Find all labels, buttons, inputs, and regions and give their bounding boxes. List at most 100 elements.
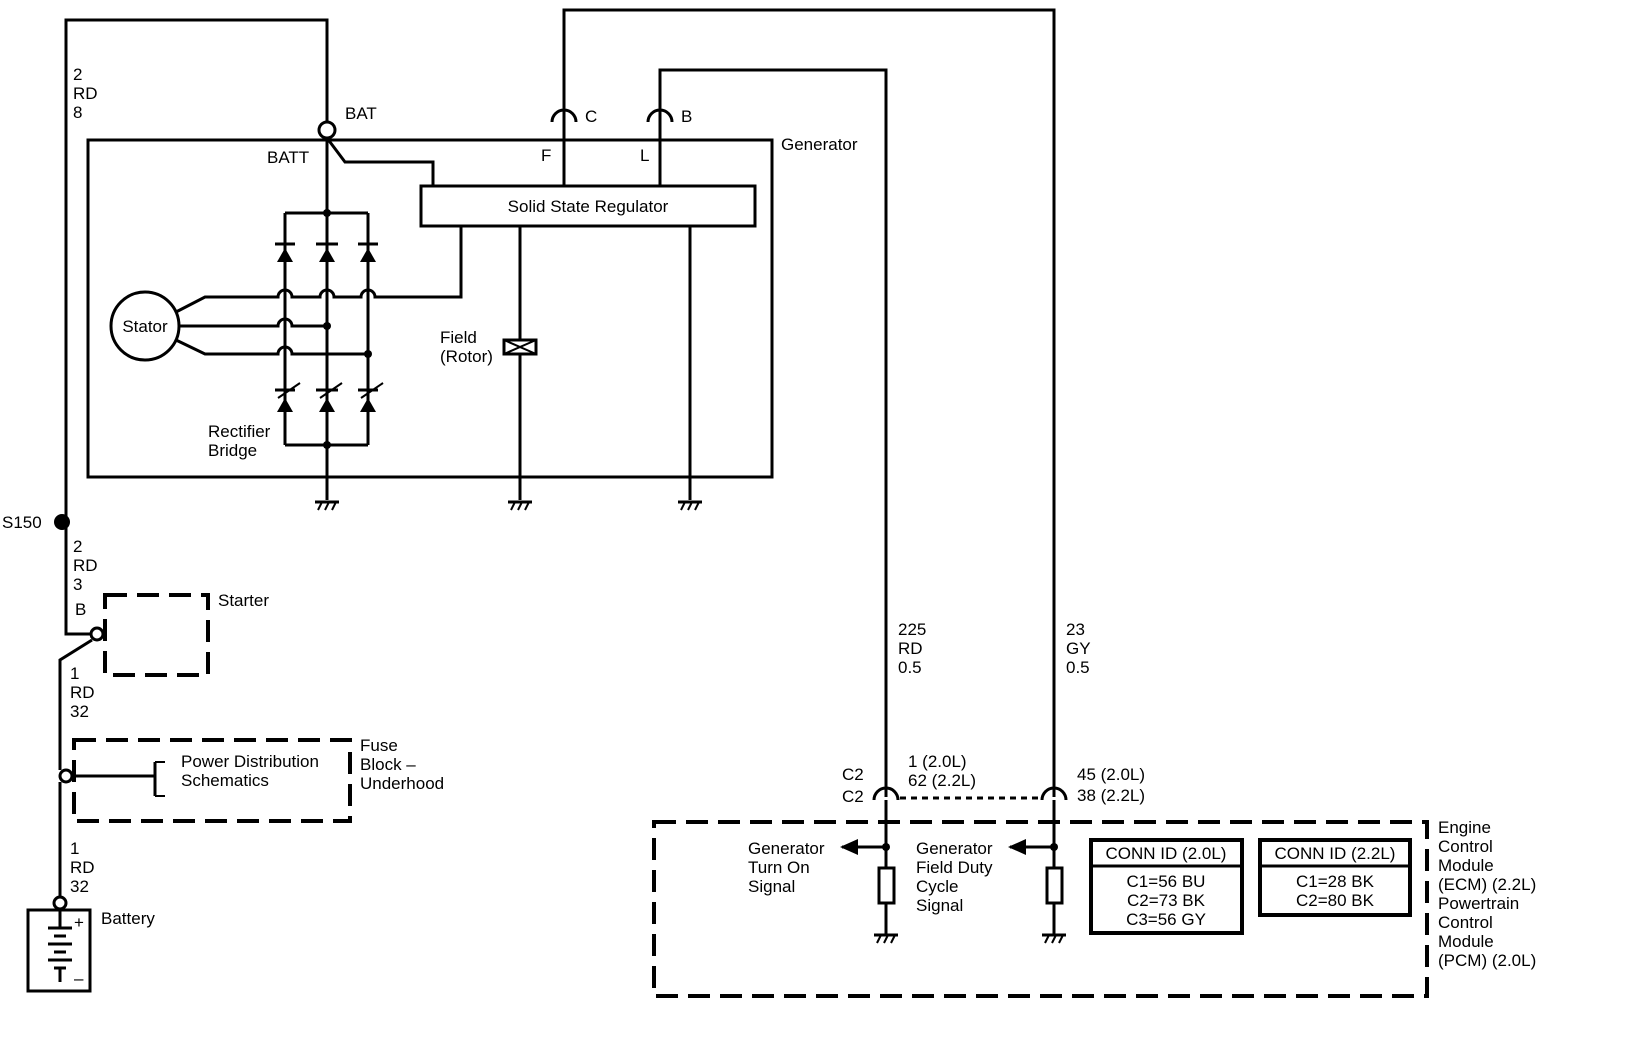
wire-23-color: GY — [1066, 639, 1091, 658]
terminal-b-label: B — [681, 107, 692, 126]
battery-label: Battery — [101, 909, 155, 928]
signal-field-duty-line3: Cycle — [916, 877, 959, 896]
ground-icon — [1042, 933, 1066, 944]
fuse-block-terminal-icon — [58, 768, 74, 784]
ecm-label-line: Powertrain — [1438, 894, 1519, 913]
fuse-block-label-line3: Underhood — [360, 774, 444, 793]
starter-terminal-label: B — [75, 600, 86, 619]
solid-state-regulator-box — [419, 184, 757, 228]
ecm-module-box — [652, 820, 1429, 998]
signal-field-duty-line1: Generator — [916, 839, 993, 858]
generator-box — [86, 138, 774, 479]
ecm-label-line: Module — [1438, 932, 1494, 951]
conn-id-20-row: C2=73 BK — [1127, 891, 1206, 910]
signal-turn-on-line3: Signal — [748, 877, 795, 896]
ecm-module-label: Engine Control Module (ECM) (2.2L) Power… — [1438, 818, 1536, 970]
conn-id-20-table: CONN ID (2.0L) C1=56 BU C2=73 BK C3=56 G… — [1089, 838, 1244, 935]
signal-turn-on-line1: Generator — [748, 839, 825, 858]
wire-top-left-circuit: 2 — [73, 65, 82, 84]
wire-s150-circuit: 2 — [73, 537, 82, 556]
conn-id-22-row: C1=28 BK — [1296, 872, 1375, 891]
ecm-pin-225-line2: 62 (2.2L) — [908, 771, 976, 790]
ecm-pin-225-line1: 1 (2.0L) — [908, 752, 967, 771]
ground-icon — [678, 500, 702, 511]
battery-minus-label: – — [74, 969, 84, 988]
ecm-label-line: Control — [1438, 913, 1493, 932]
ground-icon — [508, 500, 532, 511]
wire-top-left-color: RD — [73, 84, 98, 103]
signal-turn-on-line2: Turn On — [748, 858, 810, 877]
wire-battery-size: 32 — [70, 877, 89, 896]
starter-terminal-icon — [89, 626, 105, 642]
conn-id-20-title: CONN ID (2.0L) — [1106, 844, 1227, 863]
pin-f-label: F — [541, 146, 551, 165]
wire-225-color: RD — [898, 639, 923, 658]
wire-battery-color: RD — [70, 858, 95, 877]
ecm-label-line: (ECM) (2.2L) — [1438, 875, 1536, 894]
wire-starter-to-fuse — [58, 638, 93, 770]
wire-battery-circuit: 1 — [70, 839, 79, 858]
stator-label: Stator — [122, 317, 168, 336]
fuse-block-inner-line2: Schematics — [181, 771, 269, 790]
pin-l-label: L — [640, 146, 649, 165]
wire-top-left-size: 8 — [73, 103, 82, 122]
wire-bat-to-s150 — [64, 18, 329, 522]
starter-label: Starter — [218, 591, 269, 610]
arrow-left-icon — [1008, 839, 1026, 855]
wire-starter-color: RD — [70, 683, 95, 702]
ecm-label-line: Module — [1438, 856, 1494, 875]
wire-23-circuit: 23 — [1066, 620, 1085, 639]
wire-s150-size: 3 — [73, 575, 82, 594]
signal-field-duty-line2: Field Duty — [916, 858, 993, 877]
rectifier-label-line2: Bridge — [208, 441, 257, 460]
batt-label: BATT — [267, 148, 309, 167]
wire-225-size: 0.5 — [898, 658, 922, 677]
ecm-connector-label-line2: C2 — [842, 787, 864, 806]
splice-s150-icon — [54, 514, 70, 530]
battery-terminal-icon — [52, 895, 68, 911]
conn-id-22-table: CONN ID (2.2L) C1=28 BK C2=80 BK — [1258, 838, 1412, 917]
fuse-block-inner-line1: Power Distribution — [181, 752, 319, 771]
splice-s150-label: S150 — [2, 513, 42, 532]
resistor-icon — [877, 866, 896, 905]
wire-225-circuit: 225 — [898, 620, 926, 639]
stator-phase-wires — [175, 226, 463, 356]
terminal-c-label: C — [585, 107, 597, 126]
ecm-label-line: Engine — [1438, 818, 1491, 837]
rectifier-label-line1: Rectifier — [208, 422, 271, 441]
wire-terminal-b — [658, 68, 888, 797]
signal-field-duty-line4: Signal — [916, 896, 963, 915]
bat-terminal-label: BAT — [345, 104, 377, 123]
wire-starter-size: 32 — [70, 702, 89, 721]
wire-s150-color: RD — [73, 556, 98, 575]
ecm-pin-23-line2: 38 (2.2L) — [1077, 786, 1145, 805]
fuse-block-label-line2: Block – — [360, 755, 416, 774]
conn-id-22-row: C2=80 BK — [1296, 891, 1375, 910]
ecm-label-line: (PCM) (2.0L) — [1438, 951, 1536, 970]
field-label-line1: Field — [440, 328, 477, 347]
fuse-block-box — [72, 738, 352, 823]
field-label-line2: (Rotor) — [440, 347, 493, 366]
battery-cell-icon — [48, 910, 72, 982]
ecm-connector-225-icon — [872, 786, 900, 801]
wire-starter-circuit: 1 — [70, 664, 79, 683]
conn-id-20-row: C3=56 GY — [1126, 910, 1206, 929]
wire-s150-to-starter — [64, 522, 95, 636]
fuse-block-feed-wire — [72, 762, 157, 796]
wire-terminal-c — [562, 8, 1056, 797]
ecm-connector-23-icon — [1040, 786, 1068, 801]
conn-id-20-row: C1=56 BU — [1127, 872, 1206, 891]
ground-icon — [315, 500, 339, 511]
fuse-block-label-line1: Fuse — [360, 736, 398, 755]
wire-23-size: 0.5 — [1066, 658, 1090, 677]
ecm-label-line: Control — [1438, 837, 1493, 856]
ecm-pin-23-line1: 45 (2.0L) — [1077, 765, 1145, 784]
ecm-connector-label-line1: C2 — [842, 765, 864, 784]
arrow-left-icon — [840, 839, 858, 855]
battery-plus-label: + — [74, 913, 84, 932]
bat-terminal-icon — [317, 120, 337, 140]
ground-icon — [874, 933, 898, 944]
conn-id-22-title: CONN ID (2.2L) — [1275, 844, 1396, 863]
wire-batt-to-regulator — [325, 137, 435, 186]
